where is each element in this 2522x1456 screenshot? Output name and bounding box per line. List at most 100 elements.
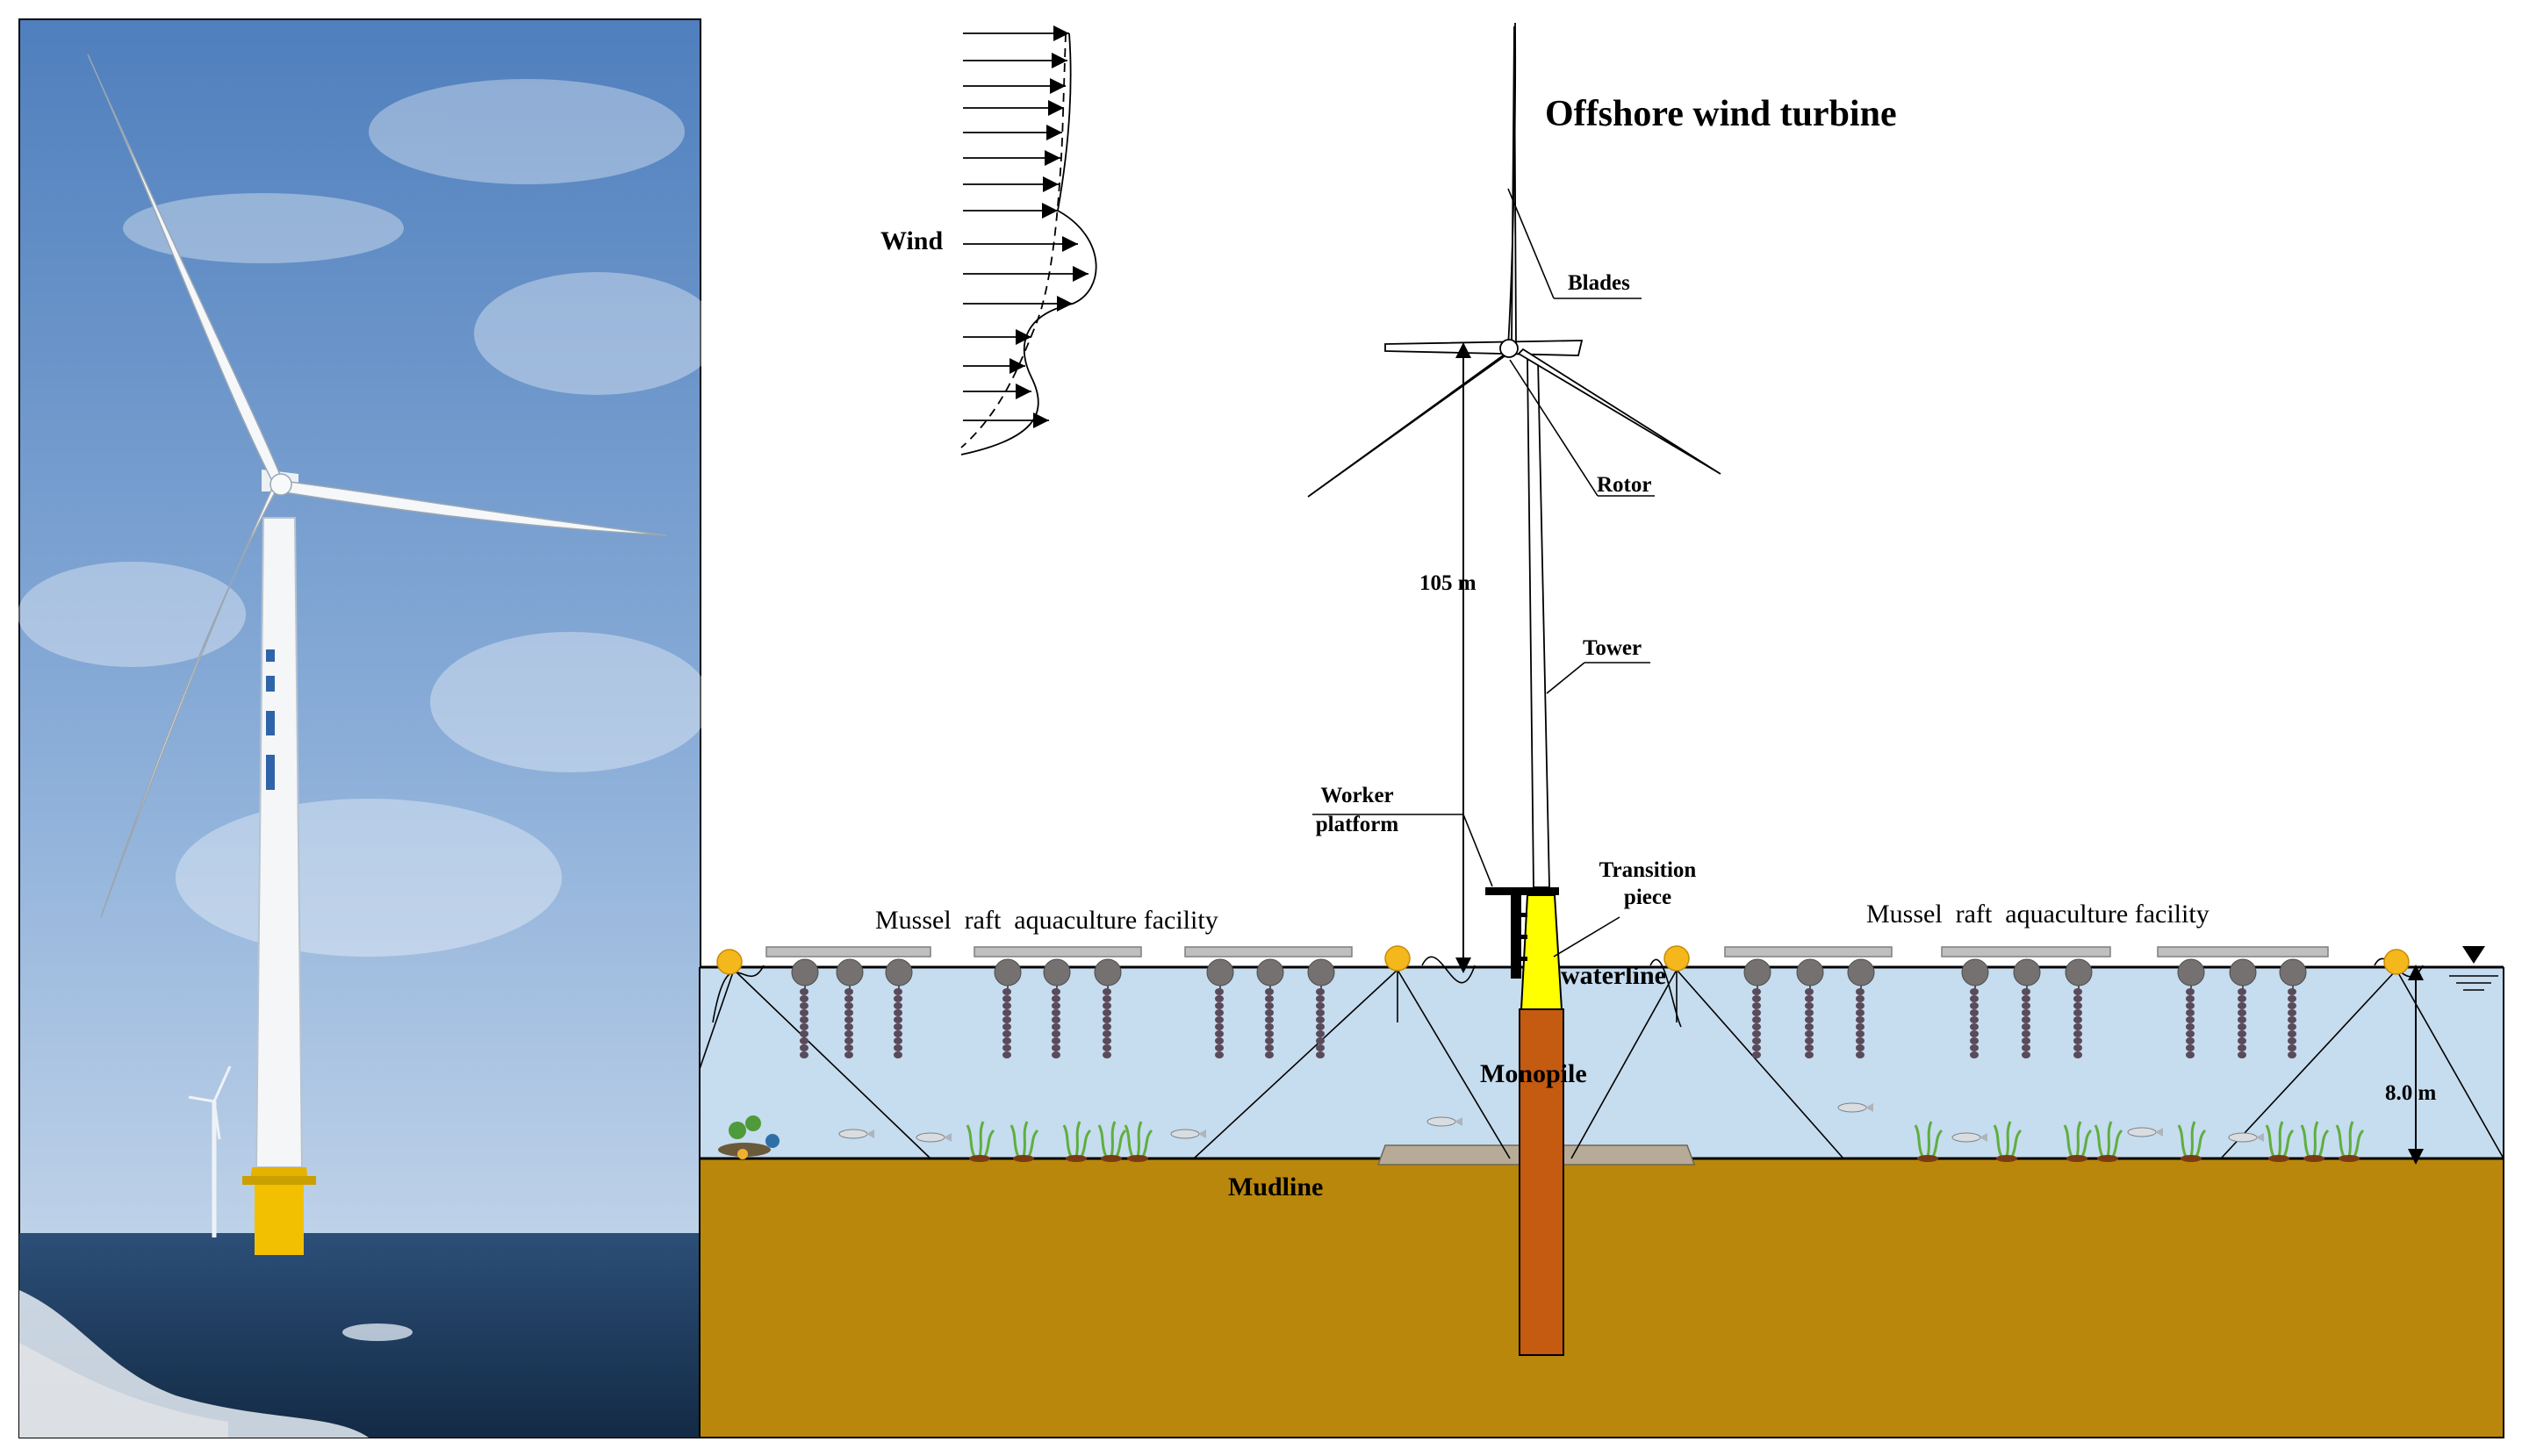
mussel bbox=[1265, 1023, 1274, 1030]
raft-label-right: Mussel raft aquaculture facility bbox=[1866, 900, 2209, 929]
float bbox=[1847, 958, 1875, 986]
mussel bbox=[894, 1002, 902, 1009]
mussel bbox=[1752, 1002, 1761, 1009]
seagrass-icon bbox=[2335, 1121, 2365, 1162]
fish-icon bbox=[916, 1132, 952, 1143]
mussel bbox=[1856, 988, 1865, 995]
mussel bbox=[1805, 988, 1814, 995]
mussel bbox=[1316, 1051, 1325, 1058]
blades-label: Blades bbox=[1568, 271, 1630, 295]
photo-distant-turbine bbox=[188, 1065, 232, 1237]
coral-icon bbox=[718, 1115, 780, 1159]
mussel bbox=[1856, 1009, 1865, 1016]
raft-bar bbox=[1941, 946, 2111, 958]
seagrass-icon bbox=[966, 1121, 995, 1162]
mussel-rope bbox=[2186, 988, 2195, 1058]
mussel bbox=[894, 1037, 902, 1044]
mussel bbox=[1752, 1030, 1761, 1037]
mussel bbox=[1970, 1051, 1979, 1058]
mussel bbox=[1265, 1044, 1274, 1051]
mussel bbox=[2238, 995, 2246, 1002]
mussel bbox=[2186, 1016, 2195, 1023]
mussel bbox=[1856, 1023, 1865, 1030]
mussel bbox=[2022, 988, 2030, 995]
raft-bar bbox=[1184, 946, 1353, 958]
mussel bbox=[1215, 1037, 1224, 1044]
mussel-rope bbox=[1052, 988, 1060, 1058]
mussel bbox=[894, 1023, 902, 1030]
mussel bbox=[844, 995, 853, 1002]
buoys bbox=[716, 945, 2410, 975]
mussel bbox=[1752, 1023, 1761, 1030]
wind-profile bbox=[960, 25, 1097, 455]
diagram-title: Offshore wind turbine bbox=[1545, 94, 1897, 134]
mussel bbox=[800, 1023, 808, 1030]
mussel-rope bbox=[1103, 988, 1111, 1058]
mussel bbox=[1316, 1023, 1325, 1030]
mussel bbox=[2022, 995, 2030, 1002]
float bbox=[791, 958, 819, 986]
mussel bbox=[2288, 988, 2296, 995]
mussel bbox=[2238, 1023, 2246, 1030]
mussel bbox=[844, 1044, 853, 1051]
mussel bbox=[894, 1044, 902, 1051]
mussel bbox=[1856, 995, 1865, 1002]
mussel bbox=[844, 1002, 853, 1009]
water-depth-label: 8.0 m bbox=[2385, 1081, 2437, 1105]
float bbox=[2013, 958, 2041, 986]
buoy bbox=[1384, 945, 1411, 972]
fish-icon bbox=[838, 1129, 874, 1139]
mussel bbox=[1316, 995, 1325, 1002]
mussel bbox=[2238, 1044, 2246, 1051]
mussel bbox=[844, 1023, 853, 1030]
tower bbox=[1527, 359, 1550, 888]
mussel bbox=[1970, 995, 1979, 1002]
mussel bbox=[800, 1016, 808, 1023]
mussel bbox=[1265, 1009, 1274, 1016]
seagrass-icon bbox=[1062, 1121, 1092, 1162]
mussel bbox=[1316, 1002, 1325, 1009]
seagrass-icon bbox=[1097, 1121, 1127, 1162]
mussel bbox=[1103, 1037, 1111, 1044]
mudline-label: Mudline bbox=[1228, 1173, 1323, 1201]
monopile-label: Monopile bbox=[1480, 1059, 1587, 1088]
mussel bbox=[2288, 1009, 2296, 1016]
mussel bbox=[2238, 1002, 2246, 1009]
inverted-triangle-icon bbox=[2449, 946, 2498, 991]
mussel bbox=[2073, 1037, 2082, 1044]
mussel bbox=[2186, 1051, 2195, 1058]
mussel bbox=[894, 988, 902, 995]
mussel bbox=[1215, 988, 1224, 995]
mussel bbox=[1970, 1023, 1979, 1030]
mussel bbox=[1052, 1037, 1060, 1044]
mussel-rope bbox=[1265, 988, 1274, 1058]
mussel bbox=[844, 1030, 853, 1037]
seagrass-icon bbox=[2063, 1121, 2093, 1162]
mussel bbox=[1002, 1051, 1011, 1058]
mussel bbox=[2186, 995, 2195, 1002]
float bbox=[836, 958, 864, 986]
mussel bbox=[1752, 995, 1761, 1002]
mussel bbox=[1752, 1016, 1761, 1023]
mussel bbox=[1316, 1009, 1325, 1016]
mussel bbox=[1856, 1037, 1865, 1044]
mussel bbox=[894, 1009, 902, 1016]
fish-icon bbox=[1170, 1129, 1206, 1139]
worker-platform bbox=[1485, 887, 1559, 895]
turbine-photo bbox=[18, 18, 720, 1438]
mussel bbox=[2186, 1030, 2195, 1037]
float bbox=[1743, 958, 1771, 986]
mussel-rope bbox=[894, 988, 902, 1058]
mussel bbox=[1002, 1023, 1011, 1030]
raft-bar bbox=[2157, 946, 2329, 958]
mussel bbox=[1002, 995, 1011, 1002]
mussel bbox=[1805, 1009, 1814, 1016]
mussel bbox=[2288, 1037, 2296, 1044]
buoy bbox=[1663, 945, 1690, 972]
mussel bbox=[1805, 1030, 1814, 1037]
mussel bbox=[1002, 1030, 1011, 1037]
seagrass-icon bbox=[2177, 1121, 2207, 1162]
seagrass-icon bbox=[2094, 1121, 2123, 1162]
mussel bbox=[1215, 1016, 1224, 1023]
